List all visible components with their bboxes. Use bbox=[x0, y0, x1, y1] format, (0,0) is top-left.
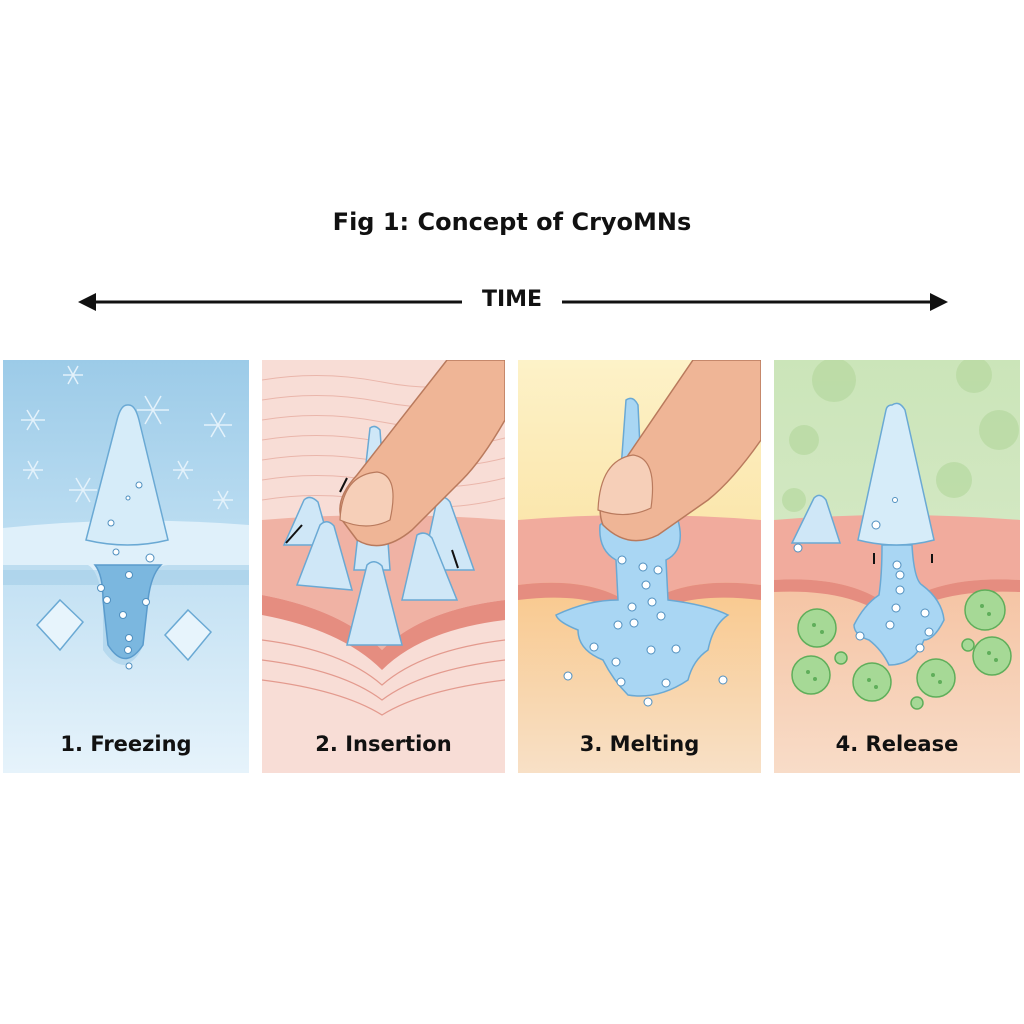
ice-crystal-icon bbox=[35, 598, 85, 652]
panel-label: 2. Insertion bbox=[315, 732, 452, 756]
panel-label: 4. Release bbox=[835, 732, 959, 756]
time-label: TIME bbox=[462, 287, 562, 312]
arrow-icon bbox=[873, 553, 933, 564]
microneedle-icon bbox=[85, 404, 169, 546]
fingernail bbox=[597, 454, 654, 516]
arrow-left-icon bbox=[78, 293, 96, 311]
ice-crystal-icon bbox=[163, 608, 213, 662]
microneedle-icon bbox=[790, 494, 842, 544]
frozen-channel bbox=[93, 564, 163, 660]
arrow-icon bbox=[285, 477, 459, 569]
snowflake-icon bbox=[21, 365, 233, 510]
melted-drug-pool bbox=[555, 397, 730, 697]
panel-freezing: 1. Freezing bbox=[3, 360, 249, 773]
figure-title: Fig 1: Concept of CryoMNs bbox=[332, 208, 692, 236]
microneedle-icon bbox=[857, 402, 935, 546]
arrow-right-icon bbox=[930, 293, 948, 311]
panel-label: 1. Freezing bbox=[60, 732, 192, 756]
panel-insertion: 2. Insertion bbox=[262, 360, 505, 773]
fingernail bbox=[339, 471, 394, 527]
cell-icon bbox=[791, 589, 1012, 710]
panel-melting: 3. Melting bbox=[518, 360, 761, 773]
panel-label: 3. Melting bbox=[579, 732, 700, 756]
panel-release: 4. Release bbox=[774, 360, 1020, 773]
